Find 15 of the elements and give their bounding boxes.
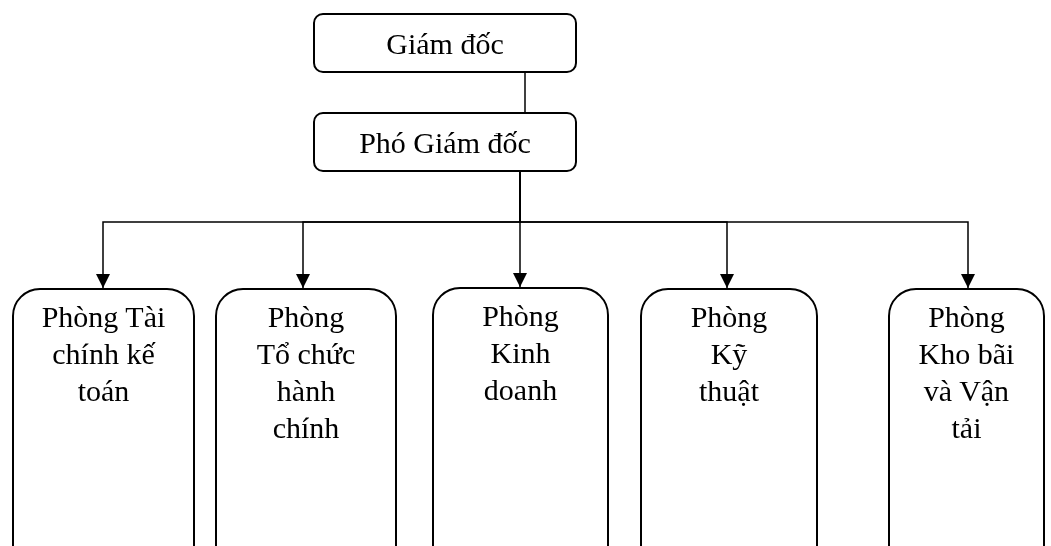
connector-line (524, 72, 526, 113)
unit-name: Phòng Tài chính kế toán (40, 299, 167, 409)
org-unit-box (215, 288, 397, 546)
org-unit-box (12, 288, 195, 546)
unit-name: Phòng Kho bãi và Vận tải (917, 299, 1016, 446)
org-unit-box (888, 288, 1045, 546)
org-unit-box (432, 287, 609, 546)
org-unit-box (640, 288, 818, 546)
unit-name: Phòng Kỹ thuật (689, 299, 769, 409)
unit-name: Giám đốc (386, 25, 504, 62)
org-unit-box (313, 13, 577, 73)
org-unit-box (313, 112, 577, 172)
unit-name: Phòng Kinh doanh (481, 298, 560, 408)
unit-name: Phòng Tổ chức hành chính (256, 299, 356, 446)
unit-name: Phó Giám đốc (359, 124, 531, 161)
